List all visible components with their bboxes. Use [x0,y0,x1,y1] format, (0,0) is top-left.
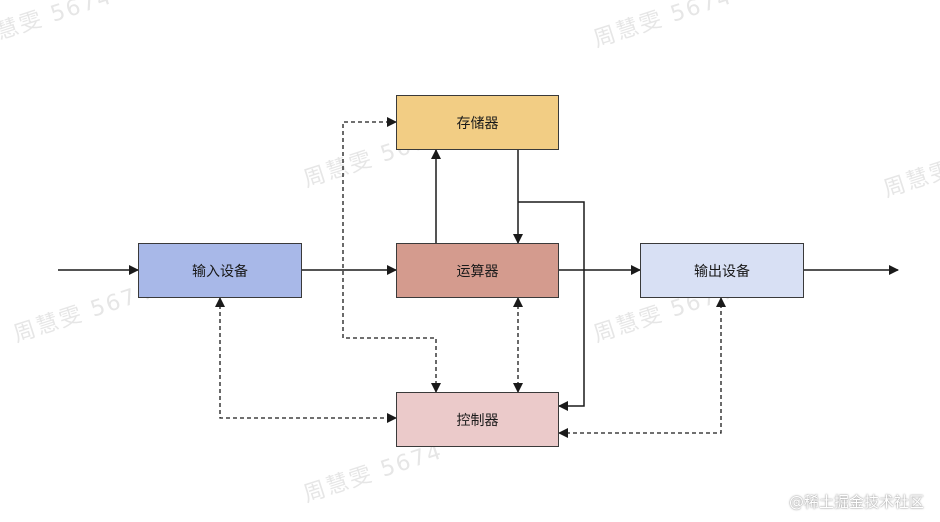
control-signal-input [215,297,397,423]
control-node: 控制器 [396,392,559,447]
storage-node: 存储器 [396,95,559,150]
alu-node: 运算器 [396,243,559,298]
source-credit: @稀土掘金技术社区 [788,493,924,511]
control-signal-output [558,297,726,438]
arrow-storage-to-control [518,201,585,411]
input-device-node: 输入设备 [138,243,302,298]
output-device-node: 输出设备 [640,243,804,298]
